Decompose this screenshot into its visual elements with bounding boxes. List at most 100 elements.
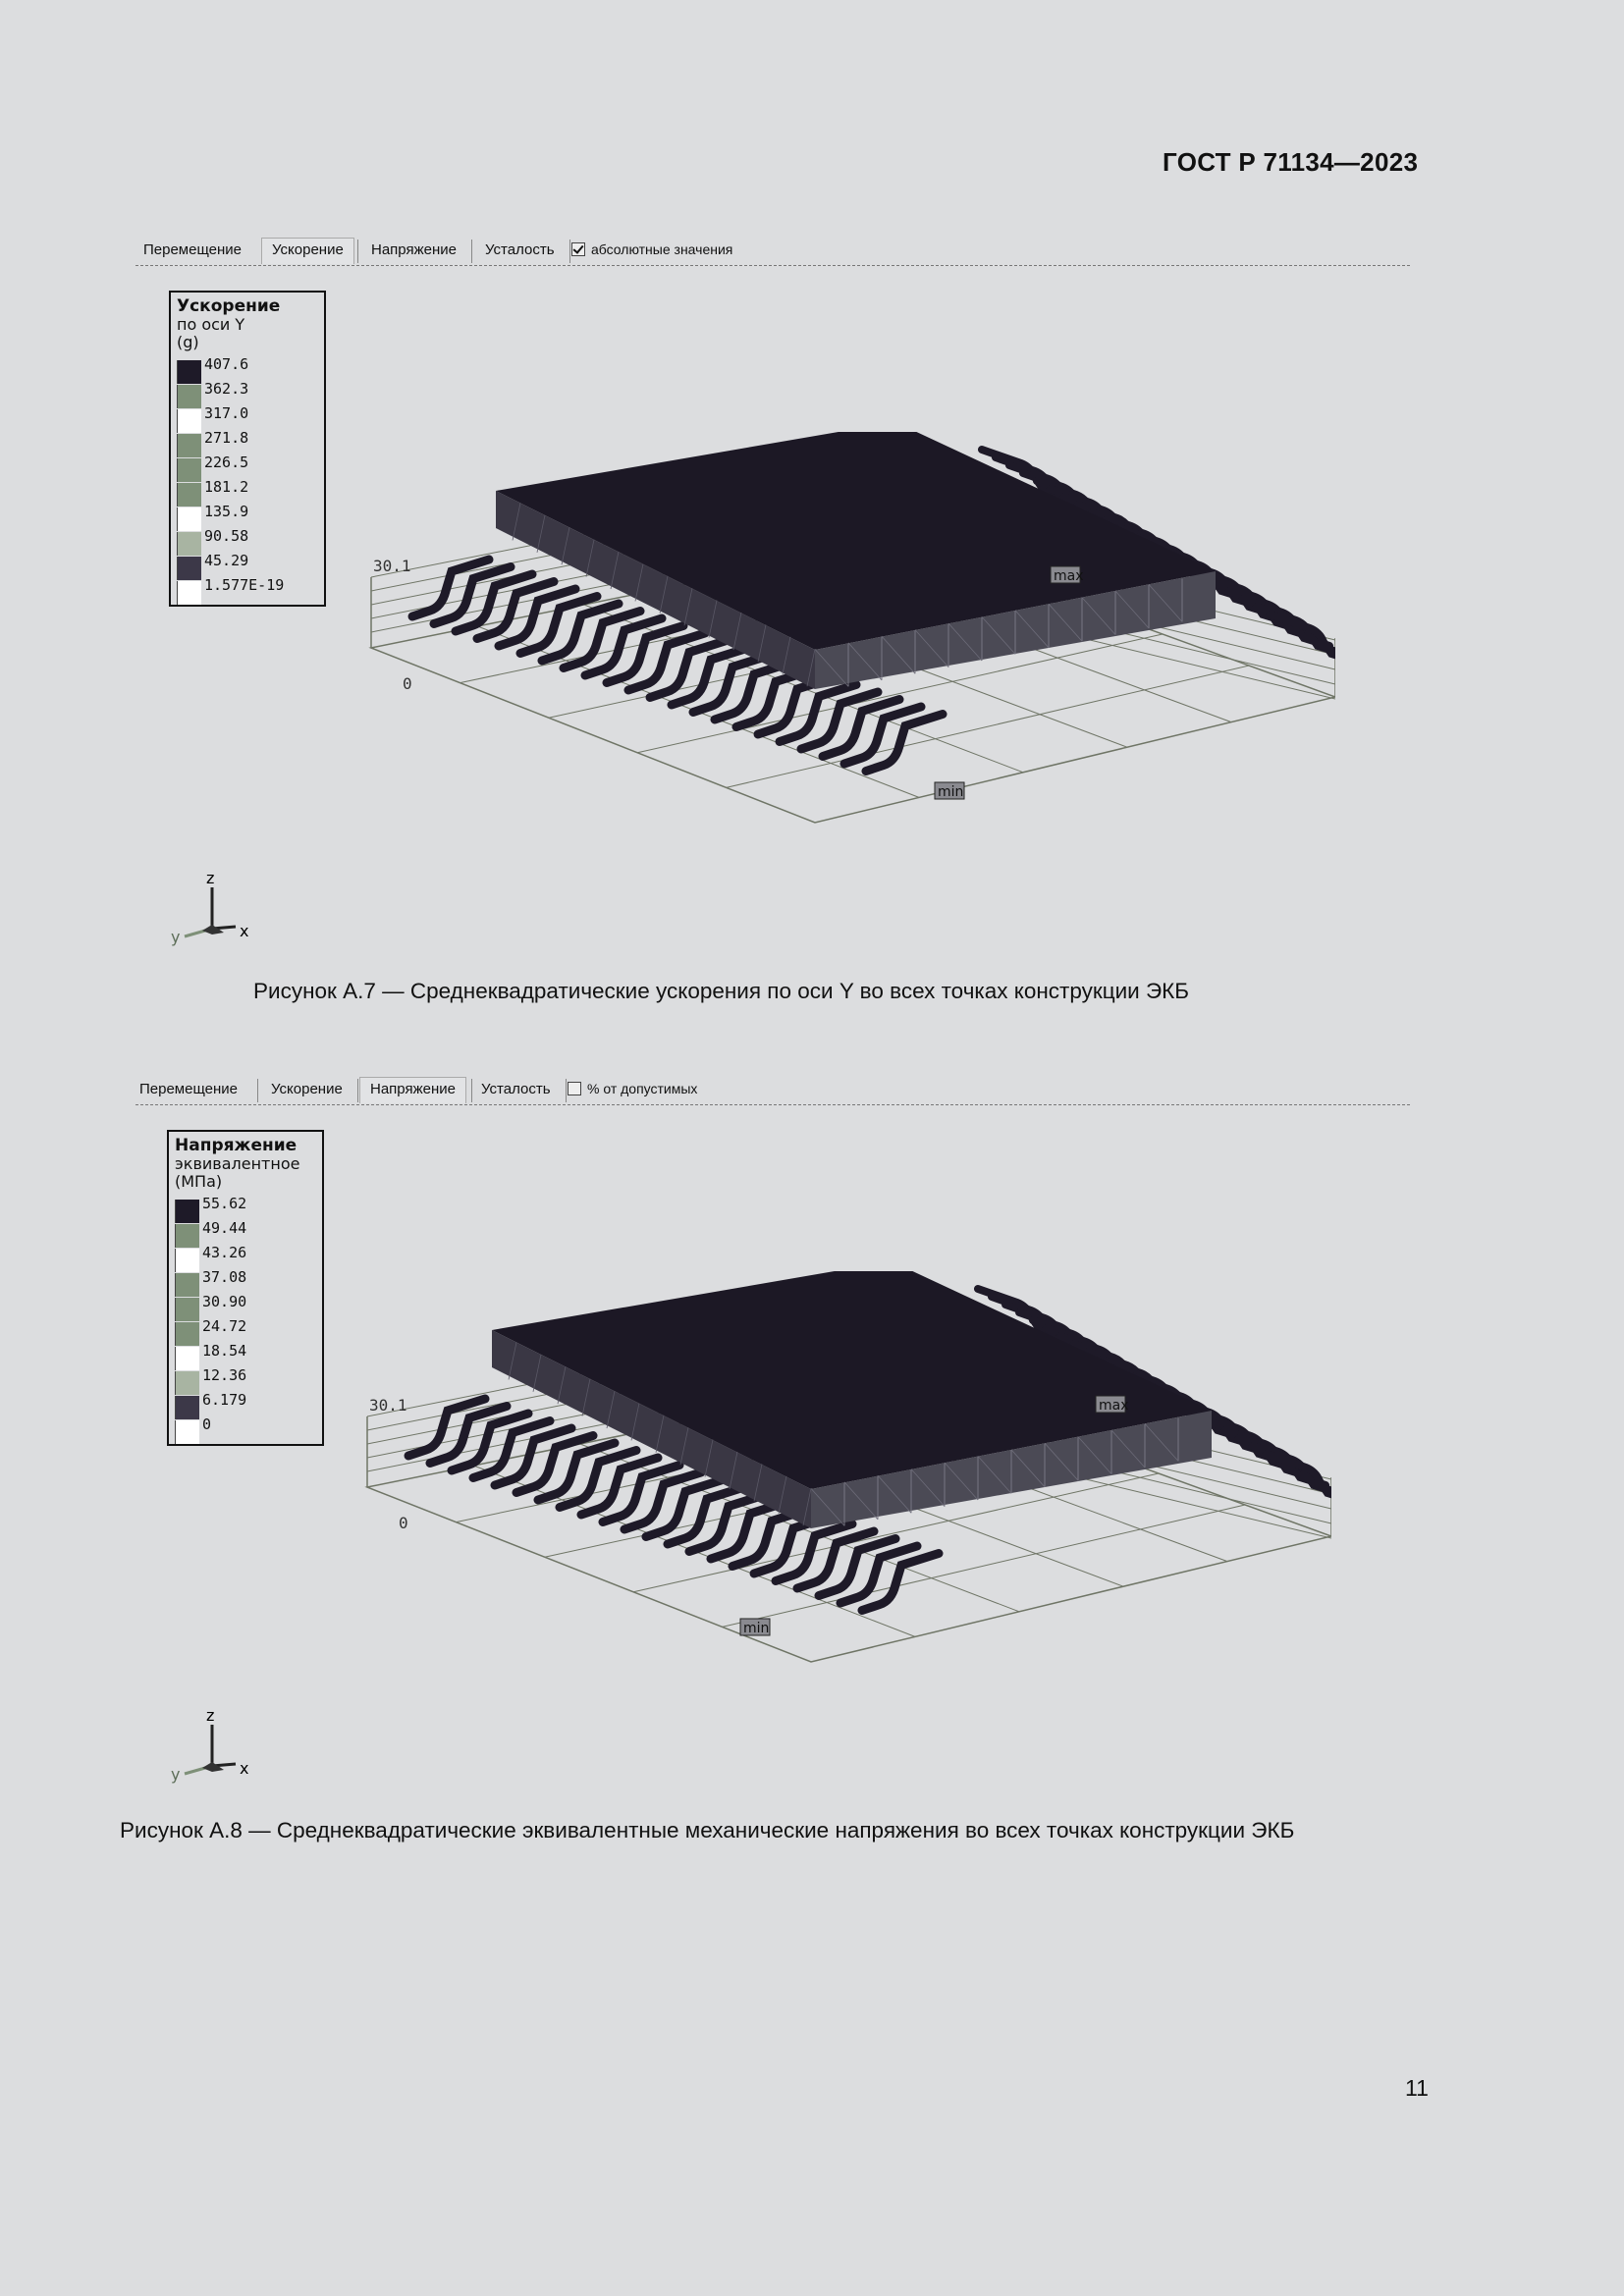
lead — [688, 651, 775, 717]
legend-unit: (g) — [177, 333, 199, 351]
percent-allowed-checkbox[interactable]: % от допустимых — [568, 1081, 697, 1096]
legend-entry: 1.577E-19 — [177, 576, 324, 605]
legend-swatch — [175, 1347, 199, 1370]
lead — [710, 658, 796, 724]
lead — [490, 1423, 576, 1490]
figure-a8: Перемещение Ускорение Напряжение Усталос… — [120, 1075, 1412, 1860]
legend-swatch — [175, 1371, 199, 1395]
document-standard-header: ГОСТ Р 71134—2023 — [1163, 147, 1419, 177]
lead — [559, 607, 645, 672]
lead — [667, 643, 753, 710]
tab-stress[interactable]: Напряжение — [359, 1077, 466, 1103]
legend-value: 271.8 — [204, 429, 249, 447]
axis-label-z: 30.1 — [369, 1396, 407, 1415]
lead — [512, 1431, 598, 1497]
legend-value: 90.58 — [204, 527, 249, 545]
legend-swatch — [177, 409, 201, 433]
legend-value: 1.577E-19 — [204, 576, 285, 594]
lead — [555, 1446, 641, 1512]
lead — [429, 562, 515, 628]
lead — [749, 1512, 836, 1578]
legend-subtitle: по оси Y — [177, 315, 245, 334]
legend-entry: 181.2 — [177, 478, 324, 507]
lead — [602, 621, 688, 687]
legend-swatch — [177, 385, 201, 408]
legend-swatch — [177, 581, 201, 605]
figure-a7: Перемещение Ускорение Напряжение Усталос… — [135, 236, 1412, 1021]
legend-title: Напряжение — [175, 1136, 298, 1155]
legend-subtitle: эквивалентное — [175, 1154, 300, 1173]
page-number: 11 — [1405, 2075, 1429, 2101]
legend-value: 49.44 — [202, 1219, 247, 1237]
tab-fatigue[interactable]: Усталость — [481, 1081, 551, 1097]
fe-model-view[interactable]: 30.103.22.41.60.80maxmin — [353, 432, 1335, 825]
legend-value: 18.54 — [202, 1342, 247, 1360]
lead — [620, 1468, 706, 1534]
lead — [731, 666, 818, 731]
legend-swatch — [175, 1273, 199, 1297]
max-marker-label: max — [1099, 1398, 1129, 1414]
absolute-values-checkbox[interactable]: абсолютные значения — [571, 241, 732, 257]
triad-x-label: x — [240, 922, 248, 940]
legend-entry: 271.8 — [177, 429, 324, 457]
legend-entry: 6.179 — [175, 1391, 322, 1419]
legend-value: 45.29 — [204, 552, 249, 569]
model-geometry: 30.103.22.41.60.80maxmin — [368, 432, 1335, 824]
legend-value: 6.179 — [202, 1391, 247, 1409]
lead — [818, 695, 904, 761]
figure-caption: Рисунок А.7 — Среднеквадратические ускор… — [253, 979, 1190, 1003]
legend-entry: 37.08 — [175, 1268, 322, 1297]
tab-stress[interactable]: Напряжение — [371, 241, 457, 258]
lead — [641, 1475, 728, 1541]
package-front-face — [492, 1330, 811, 1528]
package-top — [496, 432, 1216, 650]
lead — [515, 592, 602, 658]
tab-acceleration[interactable]: Ускорение — [261, 238, 354, 264]
legend-value: 0 — [202, 1415, 212, 1433]
min-marker-label: min — [743, 1621, 769, 1636]
lead — [792, 1526, 879, 1593]
legend-swatch — [175, 1249, 199, 1272]
legend-entry: 45.29 — [177, 552, 324, 580]
legend-value: 24.72 — [202, 1317, 247, 1335]
legend-swatch — [177, 483, 201, 507]
lead — [1263, 1450, 1331, 1499]
tab-displacement[interactable]: Перемещение — [143, 241, 242, 258]
legend-swatch — [177, 507, 201, 531]
legend-unit: (МПа) — [175, 1172, 223, 1191]
fe-model-view[interactable]: 30.103.22.41.60.80maxmin — [350, 1271, 1331, 1664]
lead — [576, 1453, 663, 1520]
max-marker-label: max — [1054, 568, 1084, 584]
lead — [775, 680, 861, 746]
axis-label-z: 30.1 — [373, 557, 411, 575]
lead — [796, 687, 883, 754]
legend-entry: 43.26 — [175, 1244, 322, 1272]
legend-swatch — [175, 1322, 199, 1346]
axis-label-origin: 0 — [403, 674, 412, 693]
tab-fatigue[interactable]: Усталость — [485, 241, 555, 258]
tab-displacement[interactable]: Перемещение — [139, 1081, 238, 1097]
lead — [533, 1438, 620, 1505]
legend-value: 43.26 — [202, 1244, 247, 1261]
min-marker — [934, 781, 965, 800]
triad-z-label: z — [206, 872, 214, 887]
min-marker — [739, 1618, 771, 1636]
legend-value: 317.0 — [204, 404, 249, 422]
legend-entry: 18.54 — [175, 1342, 322, 1370]
tab-acceleration[interactable]: Ускорение — [271, 1081, 343, 1097]
legend-swatch — [177, 434, 201, 457]
legend-entry: 49.44 — [175, 1219, 322, 1248]
lead — [836, 1541, 922, 1608]
lead — [468, 1416, 555, 1482]
legend-value: 362.3 — [204, 380, 249, 398]
legend-swatch — [177, 557, 201, 580]
checkbox-icon[interactable] — [571, 242, 585, 256]
checkbox-icon[interactable] — [568, 1082, 581, 1095]
legend-entry: 12.36 — [175, 1366, 322, 1395]
lead — [861, 710, 947, 775]
lead — [857, 1549, 944, 1615]
package-front-face — [496, 491, 815, 689]
legend-value: 407.6 — [204, 355, 249, 373]
